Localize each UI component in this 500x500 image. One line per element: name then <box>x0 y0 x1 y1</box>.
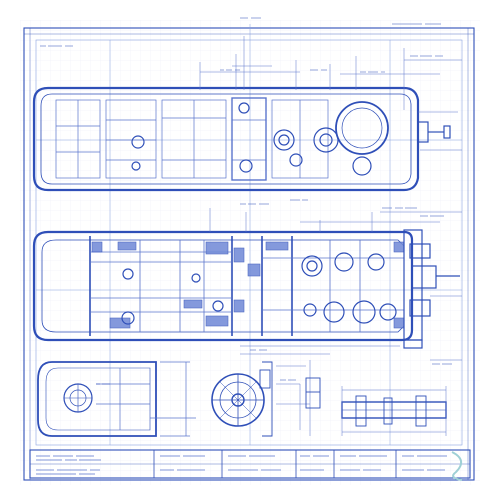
side-section-view <box>32 207 462 365</box>
top-plan-view <box>32 36 462 205</box>
header-scribbles <box>40 17 441 47</box>
end-section-view <box>37 361 196 437</box>
rail-detail-view <box>341 386 447 436</box>
title-block <box>29 449 471 481</box>
wheel-detail-view <box>211 360 321 437</box>
